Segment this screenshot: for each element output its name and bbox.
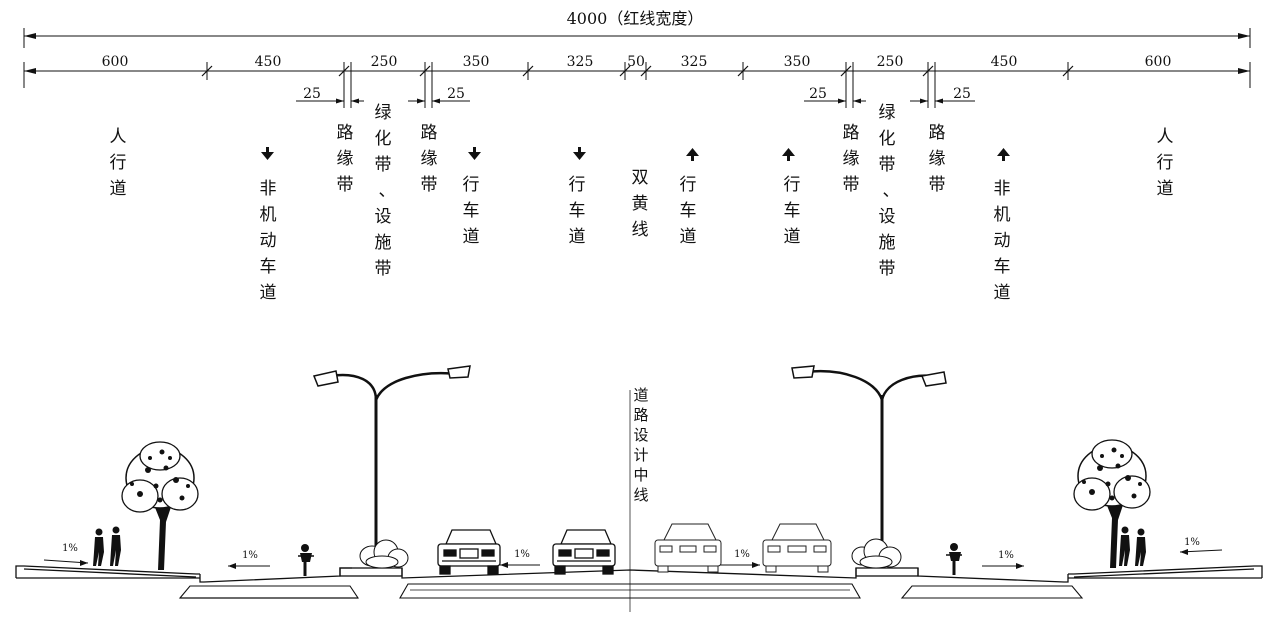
dim-lane-left-inner: 325	[567, 54, 594, 70]
label-green-right: 绿化带、设施带	[879, 103, 900, 279]
arrow-up-icon	[997, 148, 1010, 161]
shrub-left-icon	[359, 539, 409, 569]
label-lane-right-inner: 行车道	[680, 175, 697, 247]
shrub-right-icon	[851, 538, 902, 569]
segment-ticks	[201, 65, 1074, 77]
pedestrians-right-icon	[1119, 526, 1146, 566]
slope-bike-right: 1%	[998, 550, 1014, 561]
label-double-yellow: 双黄线	[632, 168, 649, 240]
segment-arrows	[24, 68, 1250, 104]
dim-bike-left: 450	[255, 54, 282, 70]
label-lane-left-inner: 行车道	[569, 175, 586, 247]
slope-road-left: 1%	[514, 549, 530, 560]
tree-right-icon	[1073, 439, 1151, 568]
segment-labels: 人行道 非机动车道 路缘带 绿化带、设施带 路缘带 行车道 行车道 双黄线 行车…	[110, 103, 1174, 303]
slope-sidewalk-right: 1%	[1184, 537, 1200, 548]
label-sidewalk-right: 人行道	[1157, 127, 1174, 199]
label-sidewalk-left: 人行道	[110, 127, 127, 199]
arrow-down-icon	[261, 147, 274, 160]
arrow-down-icon	[573, 147, 586, 160]
street-lamp-left	[312, 365, 471, 552]
arrow-up-icon	[782, 148, 795, 161]
red-line-width-title: 4000（红线宽度）	[567, 9, 704, 28]
label-lane-right-outer: 行车道	[784, 175, 801, 247]
dim-green-right: 250	[877, 54, 904, 70]
slope-indicators	[43, 549, 1223, 569]
label-edge-right-inner: 路缘带	[843, 123, 860, 195]
dim-lane-right-inner: 325	[681, 54, 708, 70]
cyclist-left-icon	[298, 544, 314, 576]
label-edge-right-outer: 路缘带	[929, 123, 946, 195]
arrow-up-icon	[686, 148, 699, 161]
label-lane-left-outer: 行车道	[463, 175, 480, 247]
dim-sidewalk-right: 600	[1145, 54, 1172, 70]
direction-arrows	[261, 147, 1010, 161]
tree-left-icon	[121, 441, 199, 570]
dim-center: 50	[627, 54, 645, 70]
dim-lane-left-outer: 350	[463, 54, 490, 70]
car-left-inner-icon	[552, 529, 616, 575]
pedestrians-left-icon	[93, 526, 121, 566]
dim-sidewalk-left: 600	[102, 54, 129, 70]
arrow-down-icon	[468, 147, 481, 160]
dim-edge-left-outer: 25	[303, 86, 321, 102]
dim-edge-left-inner: 25	[447, 86, 465, 102]
label-bike-left: 非机动车道	[260, 179, 277, 303]
car-right-inner-icon	[654, 523, 722, 573]
label-edge-left-inner: 路缘带	[421, 123, 438, 195]
dim-edge-right-outer: 25	[953, 86, 971, 102]
dim-bike-right: 450	[991, 54, 1018, 70]
dimension-numbers: 600 450 250 350 325 50 325 350 250 450 6…	[102, 54, 1172, 102]
cyclist-right-icon	[946, 543, 962, 575]
street-lamp-right	[791, 365, 947, 552]
slope-road-right: 1%	[734, 549, 750, 560]
label-bike-right: 非机动车道	[994, 179, 1011, 303]
label-green-left: 绿化带、设施带	[375, 103, 396, 279]
dim-green-left: 250	[371, 54, 398, 70]
label-design-centerline: 道路设计中线	[633, 386, 648, 504]
slope-bike-left: 1%	[242, 550, 258, 561]
slope-labels: 1% 1% 1% 1% 1% 1%	[62, 537, 1200, 561]
ground-profile	[15, 565, 1263, 599]
car-left-outer-icon	[437, 529, 501, 575]
slope-sidewalk-left: 1%	[62, 543, 78, 554]
total-width-dimension	[23, 28, 1251, 48]
dim-edge-right-inner: 25	[809, 86, 827, 102]
car-right-outer-icon	[762, 523, 832, 573]
label-edge-left-outer: 路缘带	[337, 123, 354, 195]
dim-lane-right-outer: 350	[784, 54, 811, 70]
